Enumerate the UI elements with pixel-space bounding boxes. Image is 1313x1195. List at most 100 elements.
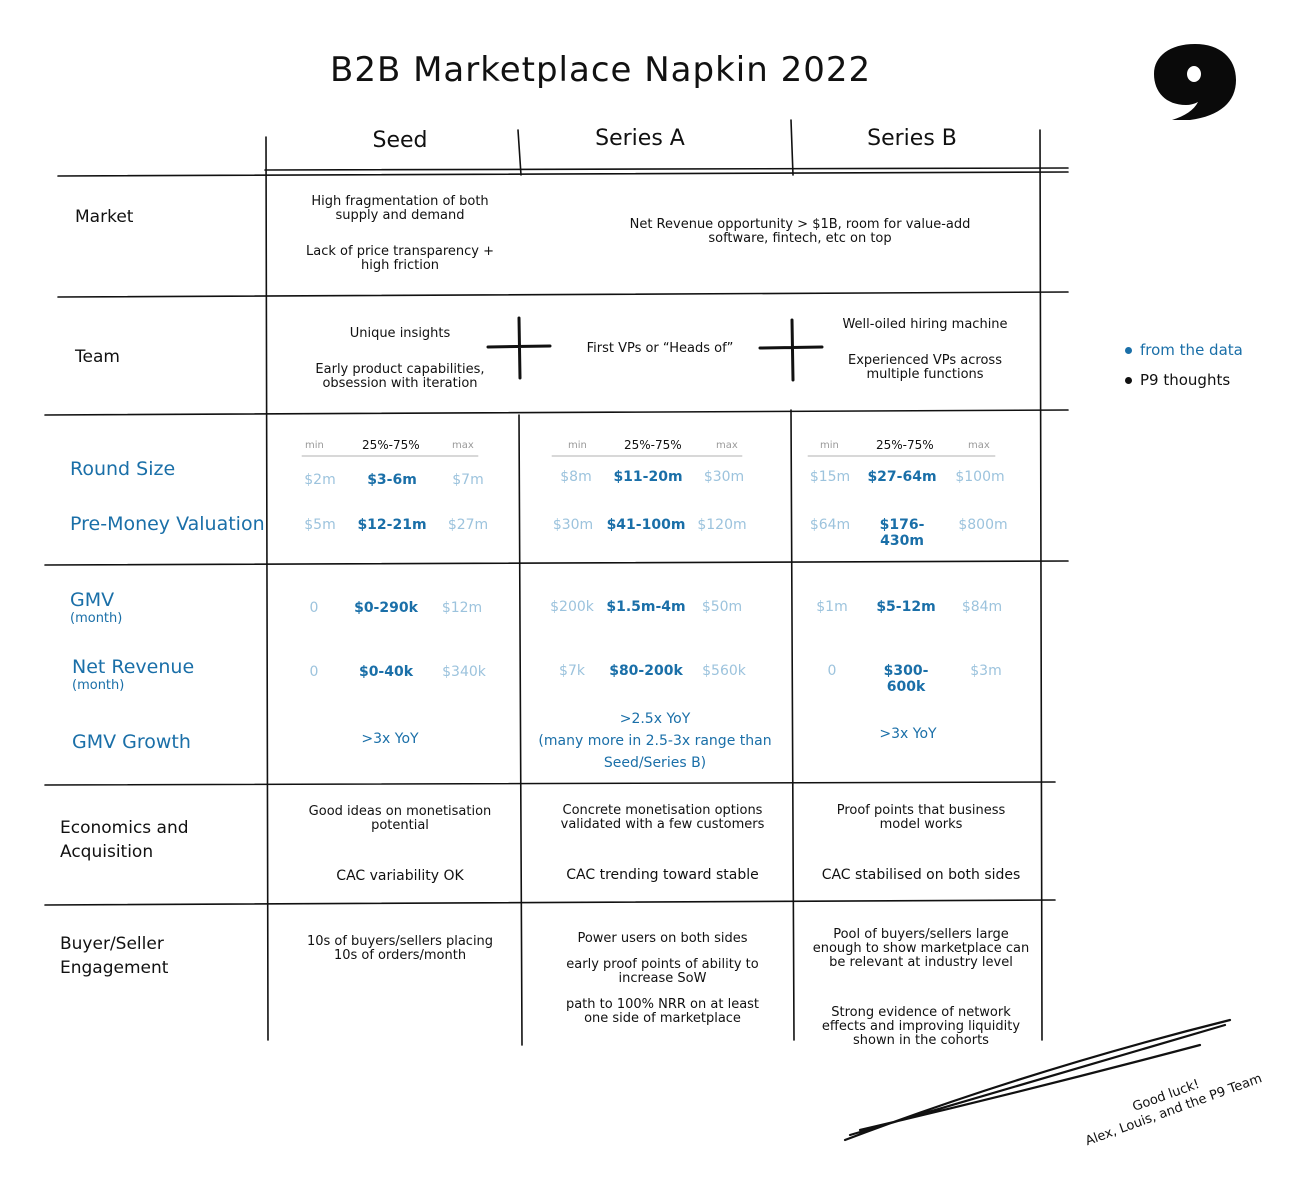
series-b-nr-mid: $300-600k xyxy=(883,663,929,695)
grid-line-team-top xyxy=(57,291,1069,298)
row-label-economics: Economics and Acquisition xyxy=(60,816,189,864)
series-a-valuation-min: $30m xyxy=(552,517,594,533)
column-header-series-b: Series B xyxy=(867,126,957,151)
cell-text: Power users on both sides xyxy=(577,931,748,946)
row-label-gmv: GMV (month) xyxy=(70,588,122,626)
series-a-round-max: $30m xyxy=(703,469,745,485)
row-label-gmv-growth: GMV Growth xyxy=(72,731,191,753)
column-header-seed: Seed xyxy=(372,128,428,153)
grid-line-v4 xyxy=(1039,129,1043,1041)
cell-text: CAC variability OK xyxy=(336,868,464,884)
cell-text: Early product capabilities, obsession wi… xyxy=(315,362,485,391)
series-b-gmv-max: $84m xyxy=(961,599,1003,615)
seed-gmv-max: $12m xyxy=(441,600,483,616)
cell-text: (many more in 2.5-3x range than xyxy=(538,733,772,749)
cell-text: >2.5x YoY xyxy=(619,711,691,727)
team-series-a-cell: First VPs or “Heads of” xyxy=(586,341,734,356)
seed-valuation-mid: $12-21m xyxy=(357,517,427,533)
seed-valuation-min: $5m xyxy=(304,517,336,533)
grid-line-header xyxy=(264,167,1069,171)
cell-text: Concrete monetisation options validated … xyxy=(560,803,765,832)
legend-dot-blue xyxy=(1125,347,1132,354)
economics-series-b-cell: Proof points that business model works C… xyxy=(815,804,1027,883)
cell-text: CAC stabilised on both sides xyxy=(821,867,1021,883)
seed-round-mid: $3-6m xyxy=(367,472,417,488)
page-title: B2B Marketplace Napkin 2022 xyxy=(330,50,872,90)
grid-line-econ-top xyxy=(44,781,1056,786)
seed-gmv-min: 0 xyxy=(309,600,319,616)
row-label-team: Team xyxy=(75,347,120,367)
seed-nr-mid: $0-40k xyxy=(358,664,414,680)
series-b-gmv-min: $1m xyxy=(816,599,848,615)
row-label-pre-money-valuation: Pre-Money Valuation xyxy=(70,513,265,535)
economics-seed-cell: Good ideas on monetisation potential CAC… xyxy=(300,805,500,884)
grid-line-market-top xyxy=(57,171,1069,177)
cell-text: early proof points of ability to increas… xyxy=(566,957,759,986)
series-b-round-max: $100m xyxy=(955,469,1005,485)
seed-round-max: $7m xyxy=(452,472,484,488)
grid-line-v2 xyxy=(517,129,523,1046)
series-b-gmv-mid: $5-12m xyxy=(876,599,936,615)
seed-gmv-mid: $0-290k xyxy=(354,600,418,616)
cell-text: Experienced VPs across multiple function… xyxy=(848,353,1002,382)
economics-series-a-cell: Concrete monetisation options validated … xyxy=(550,804,775,883)
seed-header-mid: 25%-75% xyxy=(362,438,420,452)
series-a-header-min: min xyxy=(568,440,587,451)
team-cross-left xyxy=(486,316,552,380)
cell-text: Good ideas on monetisation potential xyxy=(308,804,492,833)
series-b-header-max: max xyxy=(968,440,990,451)
series-b-round-mid: $27-64m xyxy=(867,469,937,485)
cell-text: Strong evidence of network effects and i… xyxy=(821,1005,1021,1048)
label-text: Engagement xyxy=(60,958,169,978)
legend-label: P9 thoughts xyxy=(1140,371,1231,389)
series-b-round-min: $15m xyxy=(809,469,851,485)
market-series-ab-cell: Net Revenue opportunity > $1B, room for … xyxy=(629,217,971,246)
cell-text: High fragmentation of both supply and de… xyxy=(311,194,489,223)
label-text: Net Revenue xyxy=(72,656,195,678)
series-a-gmv-mid: $1.5m-4m xyxy=(606,599,686,615)
legend-item-p9-thoughts: P9 thoughts xyxy=(1125,371,1230,389)
engagement-seed-cell: 10s of buyers/sellers placing 10s of ord… xyxy=(306,934,494,963)
seed-nr-max: $340k xyxy=(442,664,486,680)
series-b-nr-min: 0 xyxy=(827,663,837,679)
row-label-market: Market xyxy=(75,207,134,227)
series-a-nr-mid: $80-200k xyxy=(609,663,683,679)
series-a-valuation-mid: $41-100m xyxy=(606,517,686,533)
signoff-scribble xyxy=(843,1018,1232,1142)
legend-item-from-data: from the data xyxy=(1125,341,1243,359)
seed-header-max: max xyxy=(452,440,474,451)
series-a-round-min: $8m xyxy=(560,469,592,485)
series-b-header-min: min xyxy=(820,440,839,451)
grid-line-engagement-top xyxy=(44,899,1056,906)
series-a-gmv-min: $200k xyxy=(550,599,594,615)
series-a-nr-min: $7k xyxy=(559,663,585,679)
label-text: Buyer/Seller xyxy=(60,934,164,954)
seed-valuation-max: $27m xyxy=(447,517,489,533)
cell-text: path to 100% NRR on at least one side of… xyxy=(565,997,760,1026)
grid-line-gmv-top xyxy=(44,560,1069,566)
grid-line-v1 xyxy=(265,136,269,1041)
label-sub: (month) xyxy=(72,678,125,693)
cell-text: Unique insights xyxy=(349,326,451,341)
cell-text: CAC trending toward stable xyxy=(566,867,759,883)
team-seed-cell: Unique insights Early product capabiliti… xyxy=(300,327,500,391)
series-b-gmv-growth: >3x YoY xyxy=(879,726,937,742)
market-seed-cell: High fragmentation of both supply and de… xyxy=(295,195,505,273)
label-text: Economics and xyxy=(60,818,189,838)
label-sub: (month) xyxy=(70,611,123,626)
legend-label: from the data xyxy=(1140,341,1243,359)
seed-nr-min: 0 xyxy=(309,664,319,680)
grid-line-v3 xyxy=(790,119,795,1041)
team-cross-right xyxy=(758,318,824,382)
series-a-gmv-max: $50m xyxy=(701,599,743,615)
column-header-series-a: Series A xyxy=(595,126,685,151)
series-a-gmv-growth: >2.5x YoY (many more in 2.5-3x range tha… xyxy=(530,708,780,774)
engagement-series-b-cell: Pool of buyers/sellers large enough to s… xyxy=(810,928,1032,1048)
row-label-round-size: Round Size xyxy=(70,458,176,480)
label-text: Acquisition xyxy=(60,842,154,862)
cell-text: Lack of price transparency + high fricti… xyxy=(306,244,494,273)
cell-text: Seed/Series B) xyxy=(603,755,707,771)
series-a-nr-max: $560k xyxy=(702,663,746,679)
label-text: GMV xyxy=(70,589,115,611)
